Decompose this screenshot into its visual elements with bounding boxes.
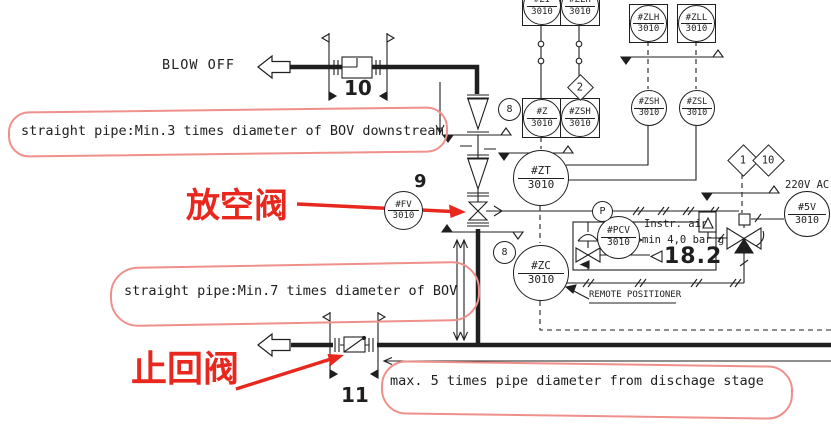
blow-off-valve-callout-cn: 放空阀: [186, 186, 288, 226]
upstream-note-text: straight pipe:Min.7 times diameter of BO…: [124, 283, 458, 299]
downstream-note-text: straight pipe:Min.3 times diameter of BO…: [21, 123, 444, 139]
voltage-label: 220V AC: [785, 179, 830, 191]
setpoint-value: 18.2: [664, 244, 723, 269]
check-valve-callout-cn: 止回阀: [131, 349, 240, 390]
silencer-assembly-10: [320, 33, 396, 101]
flow-arrow-blow-off: [257, 54, 291, 358]
equipment-number-11: 11: [341, 383, 369, 407]
red-oval-discharge-note: [380, 360, 794, 420]
connector-bubble-p: P: [592, 201, 613, 222]
match-line-markers: [440, 49, 781, 240]
remote-positioner-label: REMOTE POSITIONER: [589, 290, 682, 300]
solenoid-valve: [698, 211, 784, 283]
blow-off-valve-stack: [460, 94, 496, 227]
fv-signal-line: [486, 205, 739, 222]
instrument-air-label-line2: min 4,0 bar g: [642, 234, 725, 246]
discharge-note-text: max. 5 times pipe diameter from dischage…: [390, 373, 764, 389]
note-flag-8-upper: 8: [498, 98, 521, 121]
note-flag-8-lower: 8: [493, 241, 516, 264]
check-valve-assembly-11: [321, 312, 387, 379]
instrument-air-label-line1: Instr. air: [644, 218, 708, 230]
red-annotation-arrows: [235, 202, 466, 391]
equipment-number-10: 10: [344, 76, 372, 100]
signal-links: [537, 24, 831, 331]
equipment-number-9: 9: [414, 171, 427, 192]
dimension-lines: [382, 82, 831, 366]
blow-off-label: BLOW OFF: [162, 57, 236, 73]
